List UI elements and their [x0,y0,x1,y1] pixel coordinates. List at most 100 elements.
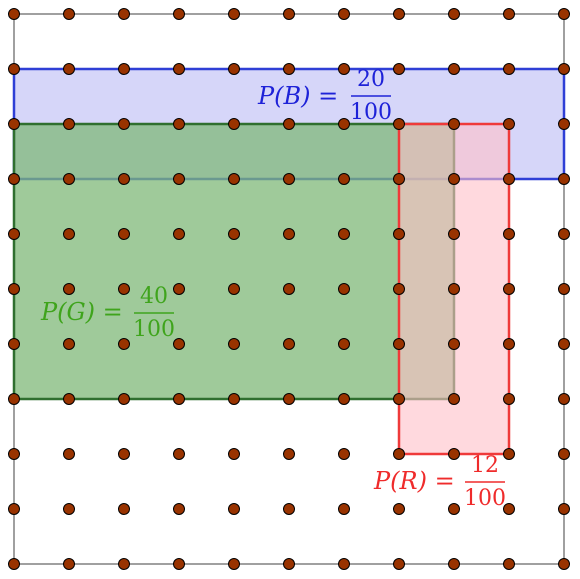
grid-dot [338,173,350,185]
grid-dot [503,173,515,185]
grid-dot [503,228,515,240]
grid-dot [558,448,570,460]
grid-dot [448,283,460,295]
grid-dot [338,118,350,130]
grid-dot [338,393,350,405]
grid-dot [448,63,460,75]
grid-dot [393,8,405,20]
grid-dot [8,558,20,570]
grid-dot [283,173,295,185]
grid-dot [173,503,185,515]
label-red-denominator: 100 [464,486,506,511]
grid-dot [393,393,405,405]
grid-dot [338,558,350,570]
label-blue-lhs: P(B) = [257,82,338,110]
grid-dot [503,283,515,295]
grid-dot [503,448,515,460]
grid-dot [393,228,405,240]
grid-dot [8,173,20,185]
grid-dot [558,173,570,185]
region-green [12,122,456,401]
grid-dot [173,558,185,570]
label-red-lhs: P(R) = [373,467,455,495]
grid-dot [558,8,570,20]
grid-dot [558,338,570,350]
grid-dot [63,448,75,460]
grid-dot [118,503,130,515]
grid-dot [503,338,515,350]
grid-dot [8,118,20,130]
grid-dot [393,173,405,185]
grid-dot [283,338,295,350]
grid-dot [63,283,75,295]
label-red-numerator: 12 [471,453,499,478]
grid-dot [8,8,20,20]
grid-dot [283,8,295,20]
grid-dot [393,118,405,130]
grid-dot [118,63,130,75]
grid-dot [283,503,295,515]
grid-dot [228,338,240,350]
grid-dot [393,503,405,515]
grid-dot [228,173,240,185]
grid-dot [173,448,185,460]
grid-dot [8,283,20,295]
grid-dot [118,393,130,405]
label-red: P(R) = 12 100 [373,453,506,511]
grid-dot [503,503,515,515]
label-blue-numerator: 20 [357,67,385,92]
grid-dot [448,558,460,570]
grid-dot [63,393,75,405]
grid-dot [503,118,515,130]
grid-dot [63,63,75,75]
grid-dot [118,283,130,295]
grid-dot [393,63,405,75]
grid-dot [558,228,570,240]
grid-dot [338,8,350,20]
label-green: P(G) = 40 100 [40,284,175,342]
grid-dot [118,118,130,130]
grid-dot [338,283,350,295]
grid-dot [283,118,295,130]
grid-dot [228,393,240,405]
label-green-lhs: P(G) = [40,298,123,326]
grid-dot [338,338,350,350]
grid-dot [448,8,460,20]
grid-dot [558,558,570,570]
grid-dot [118,338,130,350]
grid-dot [173,228,185,240]
grid-dot [448,118,460,130]
grid-dot [393,283,405,295]
grid-dot [118,228,130,240]
grid-dot [8,448,20,460]
grid-dot [63,228,75,240]
grid-dot [558,393,570,405]
grid-dot [283,393,295,405]
grid-dot [448,393,460,405]
grid-dot [8,228,20,240]
grid-dot [448,448,460,460]
grid-dot [503,558,515,570]
grid-dot [228,118,240,130]
grid-dot [228,503,240,515]
grid-dot [63,503,75,515]
grid-dot [448,338,460,350]
grid-dot [228,63,240,75]
grid-dot [393,558,405,570]
label-green-denominator: 100 [133,317,175,342]
grid-dot [558,283,570,295]
label-blue-denominator: 100 [350,100,392,125]
grid-dot [173,173,185,185]
grid-dot [228,558,240,570]
grid-dot [503,63,515,75]
grid-dot [8,338,20,350]
grid-dot [448,173,460,185]
grid-dot [558,503,570,515]
grid-dot [173,393,185,405]
grid-dot [558,63,570,75]
grid-dot [63,118,75,130]
grid-dot [118,8,130,20]
grid-dot [118,558,130,570]
